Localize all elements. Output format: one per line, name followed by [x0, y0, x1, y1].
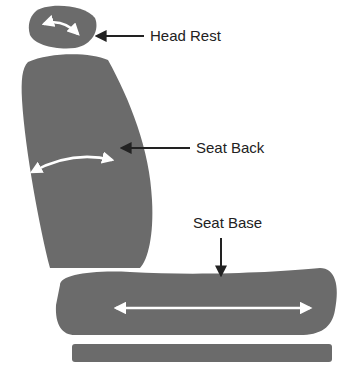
- part-label: Seat Base: [193, 215, 262, 232]
- leader-arrow: [220, 238, 222, 275]
- head-rest-shape: [29, 6, 97, 49]
- seat-base-shape: [56, 268, 337, 335]
- seat-base-slide-arrow: [116, 307, 310, 310]
- leader-arrow: [122, 147, 190, 149]
- part-label: Head Rest: [150, 28, 221, 45]
- seat-rail: [72, 344, 332, 362]
- part-label: Seat Back: [196, 140, 264, 157]
- seat-back-shape: [22, 54, 153, 268]
- seat-back-recline-arrow: [32, 157, 112, 172]
- leader-arrow: [97, 35, 144, 37]
- head-rest-adjust-arrow: [44, 22, 78, 34]
